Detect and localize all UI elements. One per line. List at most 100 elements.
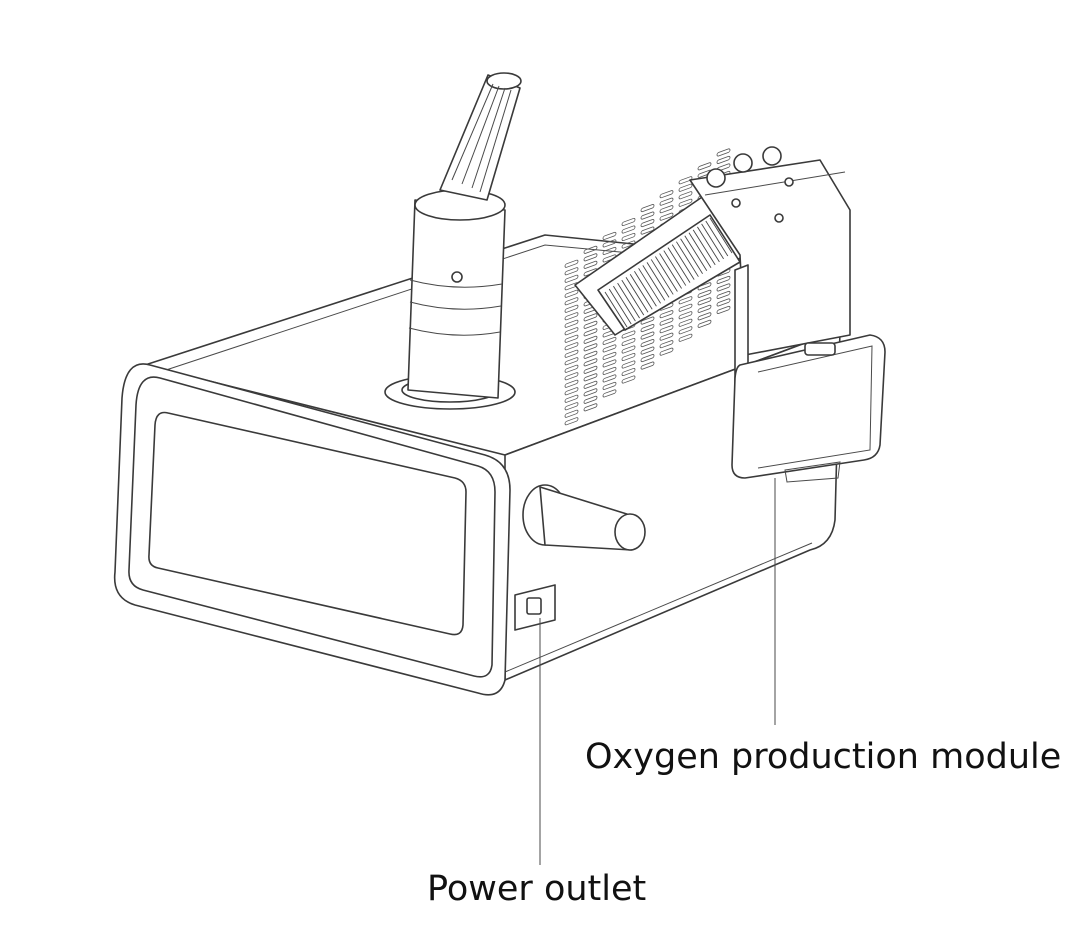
vent-slot <box>564 402 579 411</box>
power-outlet <box>514 584 556 631</box>
vent-slot <box>659 205 674 214</box>
vent-slot <box>564 259 579 268</box>
vent-slot <box>583 380 598 389</box>
vent-slot <box>697 282 712 291</box>
vent-slot <box>678 296 693 305</box>
vent-slot <box>621 360 636 369</box>
callout-power-outlet: Power outlet <box>427 618 646 909</box>
vent-slot <box>564 409 579 418</box>
vent-slot <box>602 344 617 353</box>
vent-slot <box>564 267 579 276</box>
vent-slot <box>621 345 636 354</box>
vent-slot <box>678 183 693 192</box>
brush-bristle <box>625 276 649 313</box>
vent-slot <box>564 342 579 351</box>
label-oxygen-production-module: Oxygen production module <box>585 737 1061 777</box>
vent-slot <box>678 198 693 207</box>
vent-slot <box>678 303 693 312</box>
vent-slot <box>583 343 598 352</box>
vent-slot <box>583 245 598 254</box>
vent-slot <box>716 290 731 299</box>
vent-slot <box>621 375 636 384</box>
brush-bristle <box>642 265 666 301</box>
brush-bristle <box>638 268 661 304</box>
vent-slot <box>678 176 693 185</box>
brush-bristle <box>701 223 724 260</box>
vent-slot <box>640 226 655 235</box>
brush-bristle <box>680 238 703 274</box>
vent-slot <box>716 148 731 157</box>
vent-slot <box>716 298 731 307</box>
brush-bristle <box>613 285 636 322</box>
brush-bristle <box>629 274 653 310</box>
vent-slot <box>659 197 674 206</box>
brush-bristle <box>684 235 708 271</box>
vent-slot <box>564 357 579 366</box>
vent-slot <box>602 381 617 390</box>
vent-slot <box>659 347 674 356</box>
oxygen-module <box>574 146 886 483</box>
brush-bristle <box>621 279 645 316</box>
vent-slot <box>583 320 598 329</box>
vent-slot <box>659 325 674 334</box>
vent-slot <box>716 305 731 314</box>
brush-bristle <box>604 291 628 328</box>
vent-slot <box>640 346 655 355</box>
vent-slot <box>659 340 674 349</box>
vent-slot <box>583 403 598 412</box>
brush-bristle <box>634 271 657 307</box>
vent-slot <box>678 191 693 200</box>
brush-bristle <box>667 247 691 283</box>
vent-slot <box>564 327 579 336</box>
vent-slot <box>678 333 693 342</box>
vent-slot <box>602 366 617 375</box>
vent-slot <box>583 358 598 367</box>
brush-bristle <box>671 244 695 280</box>
vent-slot <box>621 217 636 227</box>
vent-slot <box>583 260 598 269</box>
vent-slot <box>602 246 617 255</box>
vent-slot <box>697 289 712 298</box>
vent-slot <box>659 212 674 221</box>
vent-slot <box>602 239 617 248</box>
vent-slot <box>697 304 712 313</box>
vent-slot <box>583 388 598 397</box>
vent-slot <box>640 211 655 220</box>
display-screen <box>148 411 467 636</box>
vent-slot <box>716 275 731 284</box>
brush-bristle <box>709 217 733 254</box>
vent-slot <box>716 283 731 292</box>
vent-slot <box>583 335 598 344</box>
callout-oxygen-module: Oxygen production module <box>585 478 1061 777</box>
vent-slot <box>583 395 598 404</box>
vent-slot <box>621 232 636 242</box>
brush-bristle <box>676 241 699 277</box>
vent-slot <box>564 417 579 426</box>
vent-slot <box>583 253 598 262</box>
vent-slot <box>659 190 674 199</box>
brush-bristle <box>705 220 729 257</box>
vent-slot <box>621 352 636 362</box>
vent-slot <box>602 351 617 360</box>
vent-slot <box>564 319 579 328</box>
vent-slot <box>697 297 712 306</box>
handpiece <box>384 72 522 410</box>
vent-slot <box>602 336 617 345</box>
vent-slot <box>659 332 674 341</box>
vent-slot <box>564 297 579 306</box>
brush-bristle <box>608 288 632 325</box>
vent-slot <box>564 274 579 283</box>
vent-slot <box>602 359 617 368</box>
vent-slot <box>583 328 598 337</box>
vent-slot <box>564 387 579 396</box>
vent-slot <box>564 364 579 373</box>
vent-slot <box>602 231 617 240</box>
vent-slot <box>583 350 598 359</box>
vent-slot <box>640 219 655 228</box>
vent-slot <box>640 331 655 340</box>
vent-slot <box>621 240 636 249</box>
vent-slot <box>678 326 693 335</box>
brush-bristle <box>692 229 716 266</box>
vent-slot <box>640 204 655 213</box>
